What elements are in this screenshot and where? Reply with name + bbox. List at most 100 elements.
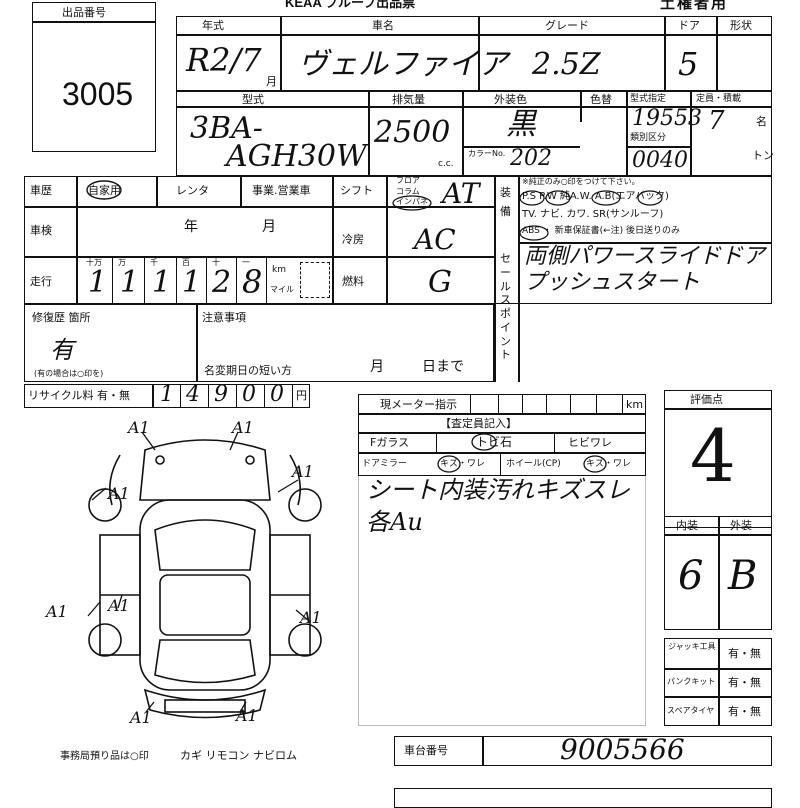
inspector-comment-2: 各Au [366, 508, 423, 536]
interior-score-value: 6 [678, 553, 704, 599]
lot-number-box [32, 2, 156, 152]
recycle-digit-1: 1 [160, 382, 174, 407]
wheel-label: ホイール(CP) [506, 459, 561, 469]
fuel-label: 燃料 [342, 275, 364, 288]
change-day: 日まで [422, 359, 464, 375]
damage-mark-1: A1 [128, 418, 150, 437]
cc-unit: c.c. [438, 159, 454, 169]
form-title: KEAA ブループ出品票 [285, 0, 416, 10]
equipment-circles [519, 190, 663, 241]
wheel-value: キズ・ワレ [586, 459, 632, 469]
spare-tire-label: スペアタイヤ [667, 706, 715, 715]
mileage-unit-1: 十万 [86, 258, 102, 267]
score-value: 4 [690, 414, 736, 498]
capacity-unit: 名 [756, 115, 767, 128]
equipment-line2: TV. ナビ. カワ. SR(サンルーフ) [522, 209, 664, 220]
mirror-value: キズ・ワレ [440, 459, 486, 469]
doors-label: ドア [678, 19, 700, 32]
fuel-value: G [428, 265, 452, 300]
damage-mark-4: A1 [292, 462, 314, 481]
shaken-month: 月 [262, 219, 276, 235]
inspector-header: 【査定員記入】 [440, 417, 517, 430]
history-option-private: 自家用 [88, 184, 121, 197]
equipment-label: 装備 [500, 186, 511, 218]
damage-mark-8: A1 [130, 708, 152, 727]
sales-point-label: セールスポイント [500, 252, 511, 362]
history-table [24, 176, 772, 304]
shape-label: 形状 [730, 19, 752, 32]
displacement-label: 排気量 [392, 93, 425, 106]
type-designation-value: 19553 [632, 106, 702, 131]
damage-mark-7: A1 [300, 608, 322, 627]
interior-score-label: 内装 [676, 519, 698, 532]
car-name-value: ヴェルファイア [298, 47, 508, 82]
recycle-digit-3: 9 [214, 382, 228, 407]
recycle-digit-2: 4 [186, 382, 200, 407]
ac-value: AC [414, 223, 456, 256]
jack-label: ジャッキ工具 [668, 642, 716, 651]
mileage-label: 走行 [30, 275, 52, 288]
history-label: 車歴 [30, 184, 52, 197]
jack-value: 有・無 [728, 647, 761, 660]
inspector-comment-1: シート内装汚れキズスレ [366, 476, 630, 504]
wheel-circle [583, 455, 607, 473]
equipment-note: ※純正のみ○印をつけて下さい。 [522, 177, 640, 186]
bottom-row [394, 788, 772, 808]
recycle-digit-4: 0 [242, 382, 256, 407]
mile-label: マイル [270, 285, 294, 294]
color-change-label: 色替 [590, 93, 612, 106]
sales-point-line1: 両側パワースライドドア [524, 244, 765, 269]
lot-number: 3005 [62, 76, 134, 112]
model-line2: AGH30W [226, 139, 367, 174]
history-option-commercial: 事業.営業車 [252, 184, 311, 197]
panel-circle [392, 195, 432, 211]
mileage-unit-6: 一 [242, 258, 250, 267]
lot-number-label: 出品番号 [62, 6, 106, 19]
change-month: 月 [370, 359, 384, 375]
damage-mark-9: A1 [236, 706, 258, 725]
office-items-label: 事務局預り品は○印 [60, 751, 149, 762]
capacity-value: 7 [708, 106, 725, 136]
meter-label: 現メーター指示 [380, 398, 457, 411]
mileage-digit-1: 1 [88, 265, 108, 300]
puncture-kit-label: パンクキット [667, 677, 716, 686]
meter-km-label: km [626, 398, 644, 411]
spare-tire-value: 有・無 [728, 705, 761, 718]
chassis-value: 9005566 [560, 733, 685, 766]
grade-value: 2.5Z [532, 47, 601, 82]
class-value: 0040 [632, 148, 688, 173]
mileage-unit-4: 百 [182, 258, 190, 267]
shift-value: AT [442, 177, 480, 210]
damage-mark-6: A1 [108, 596, 130, 615]
color-no-label: カラーNo. [468, 149, 506, 158]
year-value: R2/7 [186, 41, 262, 79]
fglass-crack: ヒビワレ [568, 436, 612, 449]
fglass-circle [471, 433, 497, 451]
chassis-label: 車台番号 [404, 744, 448, 757]
equipment-line1: P.S P.W 純A.W. A.B(エアバック) [522, 191, 669, 202]
change-deadline-label: 名変期日の短い方 [204, 364, 292, 377]
model-label: 型式 [242, 93, 264, 106]
recycle-digit-5: 0 [270, 382, 284, 407]
fglass-label: Fガラス [370, 436, 410, 449]
chassis-row [394, 736, 772, 766]
damage-mark-2: A1 [232, 418, 254, 437]
mirror-circle [437, 455, 461, 473]
tonnage-unit: トン [752, 149, 774, 162]
doors-value: 5 [678, 45, 699, 83]
displacement-value: 2500 [374, 115, 451, 150]
private-use-circle [86, 180, 122, 200]
inspector-table [358, 414, 646, 476]
grade-label: グレード [545, 19, 589, 32]
shaken-label: 車検 [30, 224, 52, 237]
recycle-row [24, 384, 310, 408]
equipment-line3: ABS ・ 新車保証書(←注) 後日送りのみ [522, 226, 681, 236]
damage-mark-3: A1 [108, 484, 130, 503]
shaken-year: 年 [184, 219, 198, 235]
vehicle-info-table [176, 16, 772, 176]
color-no-value: 202 [510, 146, 552, 171]
shift-label: シフト [340, 184, 373, 197]
mileage-digit-4: 1 [182, 265, 202, 300]
class-label: 類別区分 [630, 133, 667, 143]
mileage-unit-3: 千 [150, 258, 158, 267]
